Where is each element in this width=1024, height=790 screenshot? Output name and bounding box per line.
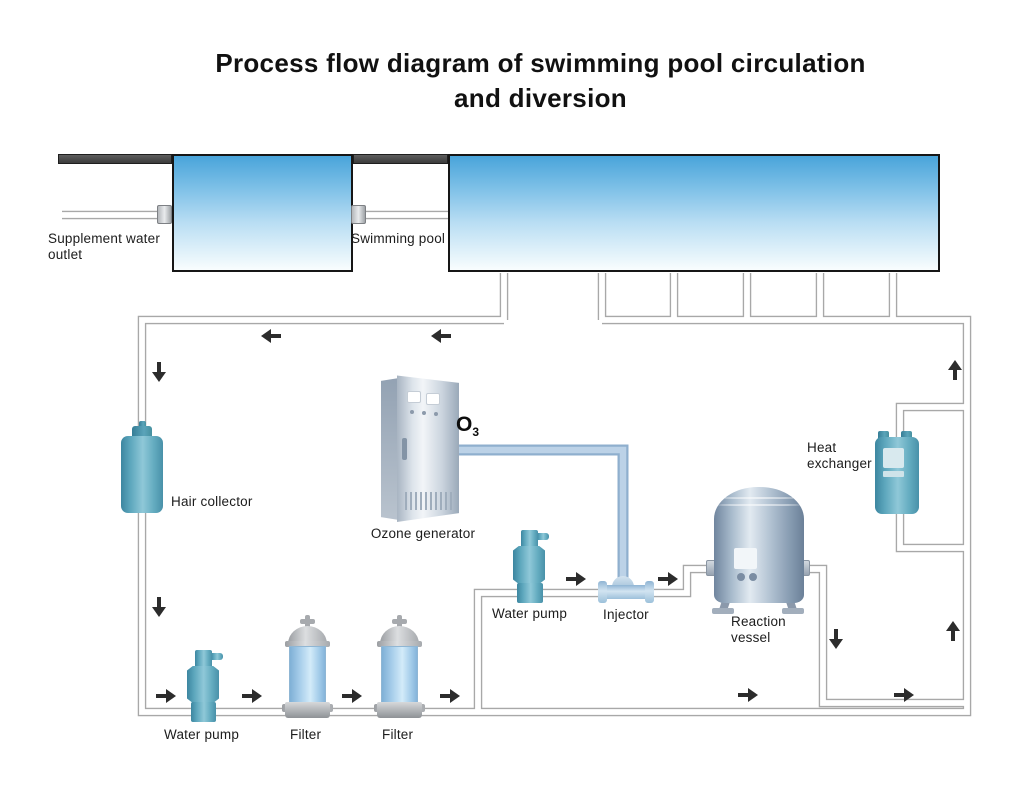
center-pump-nozzle (537, 533, 549, 540)
filter-valve-cross (392, 619, 407, 624)
pool-inlet-fitting (351, 205, 366, 224)
injector-flange-left (598, 581, 607, 603)
cabinet-side-face (381, 378, 399, 520)
vessel-dot (749, 573, 757, 581)
vessel-foot-right (782, 608, 804, 614)
flow-arrow-right (156, 689, 176, 703)
label-ozone-generator: Ozone generator (370, 526, 476, 541)
flow-arrow-down (152, 597, 166, 617)
flow-arrow-up (948, 360, 962, 380)
cabinet-handle (402, 438, 407, 460)
hair-collector-cap (132, 426, 152, 438)
flow-arrow-right (242, 689, 262, 703)
label-swimming-pool: Swimming pool (351, 231, 446, 246)
flow-arrow-right (440, 689, 460, 703)
filter-dome (380, 626, 419, 644)
heat-exchanger-panel (883, 448, 904, 468)
vessel-ring (718, 504, 800, 506)
bottom-pump-top (195, 650, 212, 668)
heat-exchanger-cap (878, 431, 889, 440)
heat-exchanger-band (883, 471, 904, 477)
filter-dome-rim (285, 641, 330, 647)
heat-exchanger-cap (901, 431, 912, 440)
injector-dome (612, 576, 634, 587)
filter-base (377, 702, 422, 718)
hair-collector-stem (139, 421, 146, 428)
reaction-vessel (714, 487, 804, 603)
filter-body (289, 646, 326, 704)
center-pump-top (521, 530, 538, 548)
filter-valve-cross (300, 619, 315, 624)
bottom-pump-nozzle (211, 653, 223, 660)
label-ozone-symbol: O3 (456, 413, 479, 439)
vessel-foot-left (712, 608, 734, 614)
label-water-pump-center: Water pump (492, 606, 568, 621)
flow-arrow-down (152, 362, 166, 382)
flow-arrow-left (431, 329, 451, 343)
diagram-title-line1: Process flow diagram of swimming pool ci… (215, 48, 866, 78)
label-heat-exchanger: Heat exchanger (807, 440, 872, 471)
pipe-bores (62, 212, 970, 715)
filter-body (381, 646, 418, 704)
injector-flange-right (645, 581, 654, 603)
diagram-title-line2: and diversion (454, 83, 627, 113)
flow-arrow-up (946, 621, 960, 641)
cabinet-display-left (407, 391, 421, 403)
flow-arrow-right (342, 689, 362, 703)
indicator-dot (422, 411, 426, 415)
label-injector: Injector (603, 607, 649, 622)
filter-base (285, 702, 330, 718)
vessel-dot (737, 573, 745, 581)
label-filter-1: Filter (290, 727, 322, 742)
label-supplement-water-outlet: Supplement water outlet (48, 231, 161, 262)
vessel-panel (734, 548, 757, 569)
deck-bar-middle (353, 154, 448, 164)
label-filter-2: Filter (382, 727, 414, 742)
flow-arrow-right (658, 572, 678, 586)
center-pump-base (517, 583, 543, 603)
flow-arrow-right (894, 688, 914, 702)
cabinet-vent-grille (405, 492, 455, 510)
label-hair-collector: Hair collector (171, 494, 253, 509)
deck-bar-left (58, 154, 172, 164)
indicator-dot (434, 412, 438, 416)
cabinet-display-right (426, 393, 440, 405)
filter-1 (282, 614, 333, 718)
ozone-generator (381, 374, 461, 524)
filter-2 (374, 614, 425, 718)
flow-arrow-left (261, 329, 281, 343)
filter-dome-rim (377, 641, 422, 647)
vessel-ring (721, 497, 797, 499)
flow-arrow-right (566, 572, 586, 586)
injector-tube (602, 585, 652, 599)
flow-arrow-right (738, 688, 758, 702)
label-water-pump-bottom: Water pump (164, 727, 240, 742)
flow-arrow-down (829, 629, 843, 649)
bottom-pump-base (191, 702, 216, 722)
swimming-pool-tank (448, 154, 940, 272)
balance-tank (172, 154, 353, 272)
label-reaction-vessel: Reaction vessel (731, 614, 786, 645)
hair-collector (121, 436, 163, 513)
o3-element: O (456, 413, 473, 436)
indicator-dot (410, 410, 414, 414)
bottom-pump-body (187, 666, 219, 703)
o3-subscript: 3 (472, 425, 480, 440)
filter-dome (288, 626, 327, 644)
center-pump-body (513, 546, 545, 584)
ozone-pipe (452, 444, 629, 578)
supplement-outlet-fitting (157, 205, 172, 224)
